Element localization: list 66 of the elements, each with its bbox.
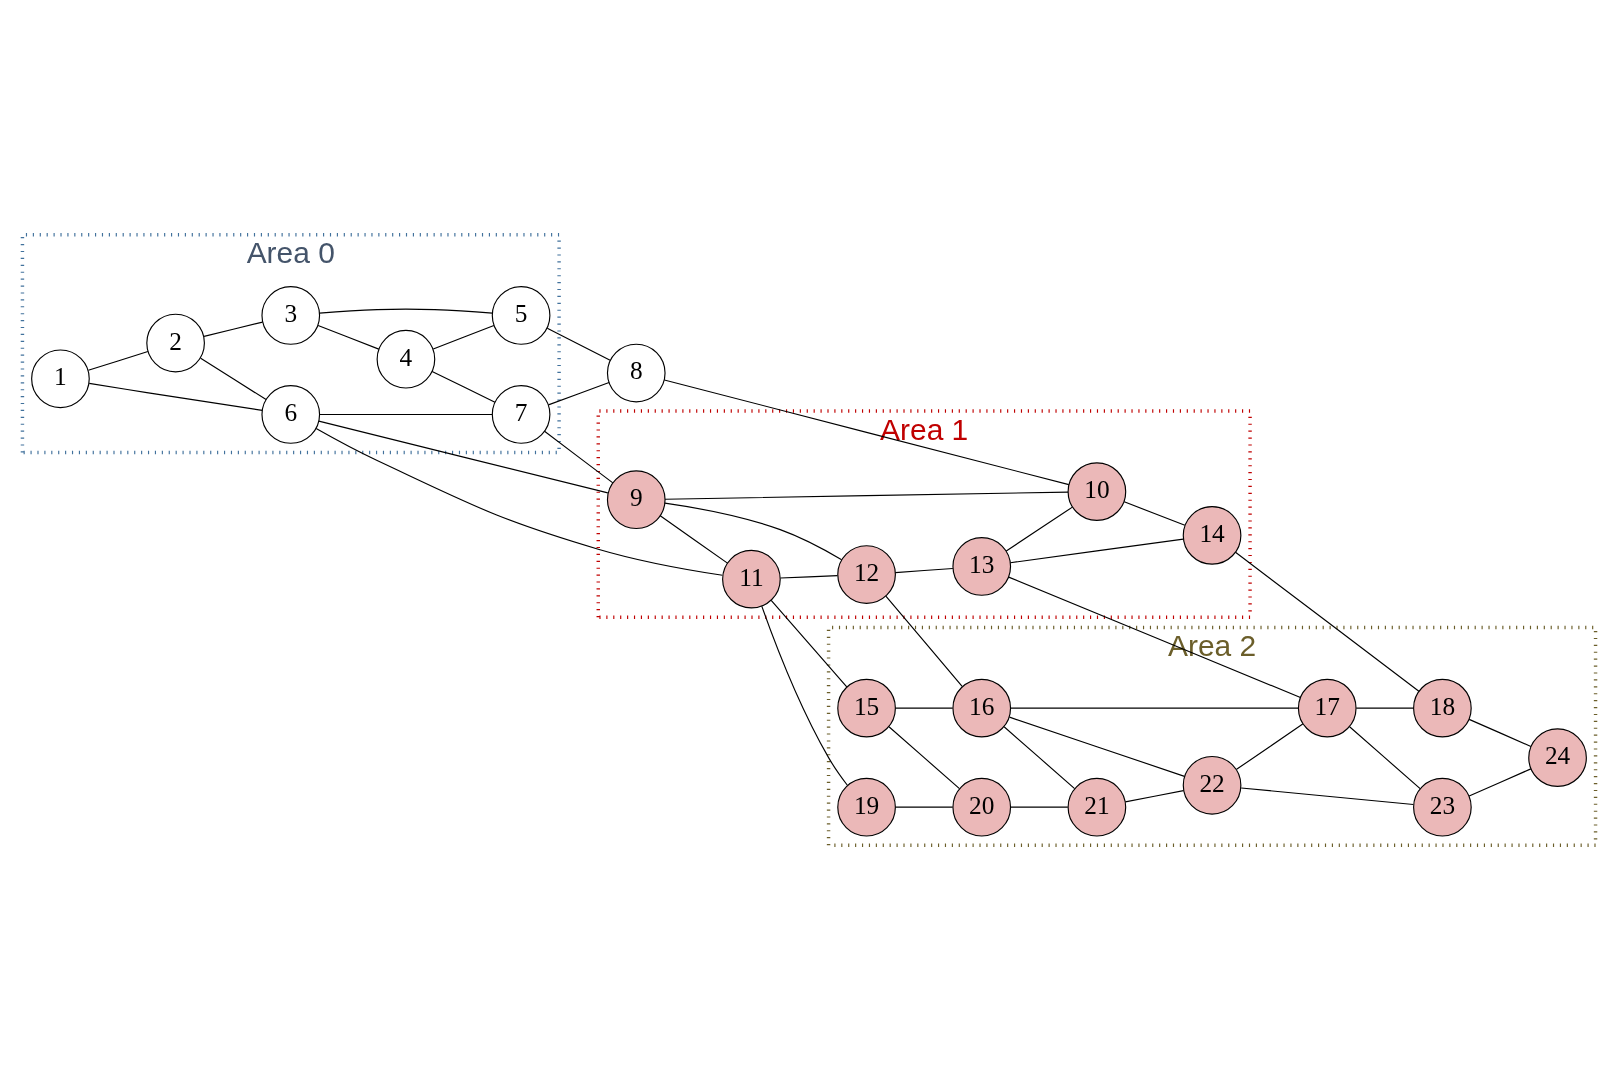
connector [895, 707, 954, 709]
connector [317, 324, 380, 350]
node-circle: 14 [1182, 505, 1242, 565]
node-circle: 24 [1528, 727, 1587, 787]
connector [318, 307, 493, 314]
node-circle: 15 [837, 678, 896, 737]
connector [1468, 767, 1532, 796]
connector [1008, 576, 1302, 698]
connector [1003, 725, 1076, 789]
node-circle: 18 [1413, 678, 1472, 737]
connector [1010, 707, 1299, 709]
connector [894, 567, 954, 573]
node-circle: 22 [1182, 755, 1242, 815]
connector [895, 806, 954, 808]
connector [1009, 538, 1184, 563]
connector [1010, 806, 1069, 808]
node-circle: 3 [261, 285, 321, 345]
node-circle: 23 [1413, 777, 1472, 837]
connector [432, 324, 495, 350]
connector [315, 427, 723, 576]
connector [664, 502, 843, 560]
connector [1349, 725, 1421, 789]
connector [319, 413, 493, 415]
node-circle: 16 [952, 678, 1012, 737]
node-circle: 2 [146, 313, 205, 372]
connector [318, 420, 609, 493]
connector [1008, 716, 1186, 777]
node-circle: 21 [1067, 777, 1127, 837]
connector [203, 321, 264, 337]
connector [1236, 723, 1304, 770]
connector [761, 605, 848, 786]
connector [1123, 500, 1186, 526]
connector [1355, 707, 1414, 709]
connector [1234, 551, 1420, 692]
connector [659, 514, 729, 564]
node-circle: 10 [1067, 461, 1127, 521]
node-circle: 12 [837, 544, 896, 604]
connector [885, 594, 963, 687]
connector [431, 370, 496, 403]
connector [1468, 718, 1532, 747]
connector [200, 357, 267, 400]
connector [1124, 789, 1185, 802]
node-circle: 17 [1297, 678, 1357, 737]
connector [547, 381, 610, 405]
connector [546, 327, 611, 361]
node-circle: 13 [952, 536, 1012, 596]
connector [88, 382, 263, 411]
node-circle: 6 [261, 384, 321, 444]
connector [543, 430, 614, 483]
node-circle: 20 [952, 777, 1012, 837]
node-circle: 19 [837, 777, 896, 837]
connector [770, 599, 848, 687]
node-circle: 11 [722, 549, 781, 609]
node-circle: 4 [376, 329, 436, 389]
connector [664, 491, 1069, 500]
node-circle: 7 [491, 384, 551, 444]
node-circle: 5 [491, 285, 551, 345]
node-circle: 1 [31, 348, 90, 408]
connector [663, 378, 1070, 485]
connector [1240, 786, 1414, 805]
node-circle: 9 [606, 469, 666, 529]
connector [779, 574, 839, 579]
connector [888, 725, 961, 789]
node-circle: 8 [606, 343, 666, 402]
connector [1005, 506, 1073, 552]
connector [87, 350, 149, 371]
